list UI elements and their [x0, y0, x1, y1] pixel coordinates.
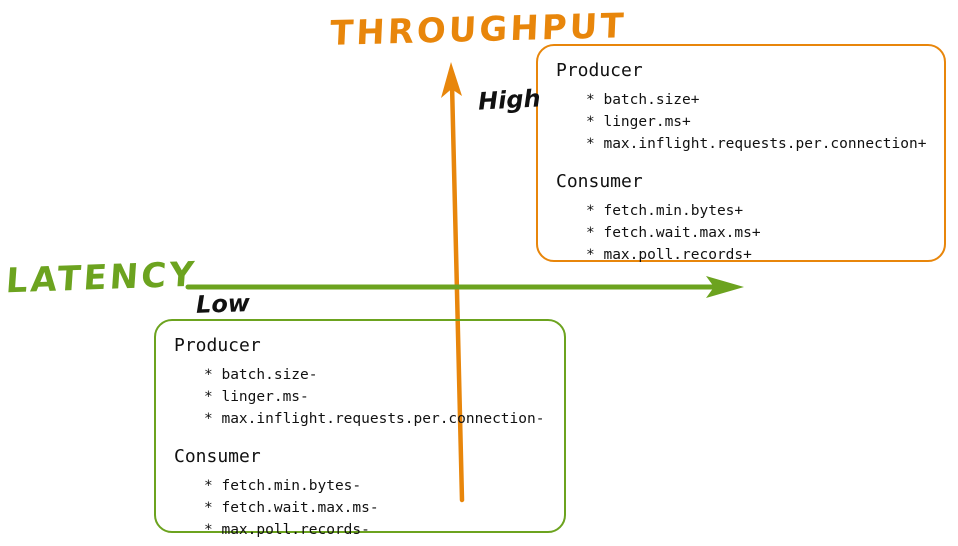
config-item: * fetch.wait.max.ms- — [204, 500, 379, 516]
config-item: * fetch.min.bytes- — [204, 478, 362, 494]
latency-consumer-header: Consumer — [174, 446, 261, 467]
config-item: * batch.size+ — [586, 92, 700, 108]
config-item: * batch.size- — [204, 367, 318, 383]
latency-config-box: Producer * batch.size- * linger.ms- * ma… — [154, 319, 566, 538]
throughput-consumer-header: Consumer — [556, 171, 643, 192]
throughput-axis-title: THROUGHPUT — [329, 6, 628, 54]
latency-axis-title: LATENCY — [4, 254, 199, 302]
config-item: * linger.ms+ — [586, 114, 691, 130]
config-item: * max.inflight.requests.per.connection- — [204, 411, 545, 427]
config-item: * linger.ms- — [204, 389, 309, 405]
throughput-producer-header: Producer — [556, 60, 643, 81]
config-item: * fetch.min.bytes+ — [586, 203, 744, 219]
high-axis-label: High — [477, 84, 542, 116]
latency-arrow-icon — [185, 276, 744, 298]
config-item: * max.inflight.requests.per.connection+ — [586, 136, 927, 152]
config-item: * max.poll.records+ — [586, 247, 752, 263]
low-axis-label: Low — [195, 289, 251, 319]
config-item: * max.poll.records- — [204, 522, 370, 538]
latency-producer-header: Producer — [174, 335, 261, 356]
throughput-config-box: Producer * batch.size+ * linger.ms+ * ma… — [536, 44, 946, 263]
config-item: * fetch.wait.max.ms+ — [586, 225, 761, 241]
